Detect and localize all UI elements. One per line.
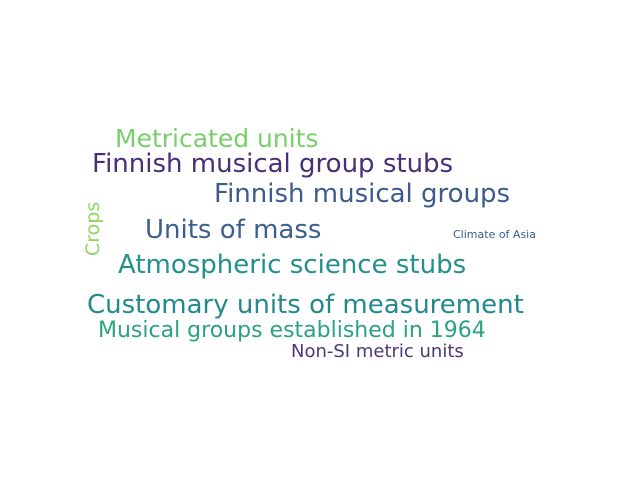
word-units-of-mass: Units of mass: [145, 215, 322, 245]
word-musical-groups-established-1964: Musical groups established in 1964: [98, 318, 486, 343]
word-metricated-units: Metricated units: [115, 124, 319, 153]
word-finnish-musical-groups: Finnish musical groups: [214, 179, 511, 209]
word-customary-units-of-measurement: Customary units of measurement: [87, 290, 524, 320]
word-non-si-metric-units: Non-SI metric units: [291, 341, 464, 362]
word-climate-of-asia: Climate of Asia: [453, 228, 536, 241]
word-crops: Crops: [82, 201, 104, 256]
word-finnish-musical-group-stubs: Finnish musical group stubs: [92, 149, 454, 179]
word-atmospheric-science-stubs: Atmospheric science stubs: [118, 250, 467, 280]
